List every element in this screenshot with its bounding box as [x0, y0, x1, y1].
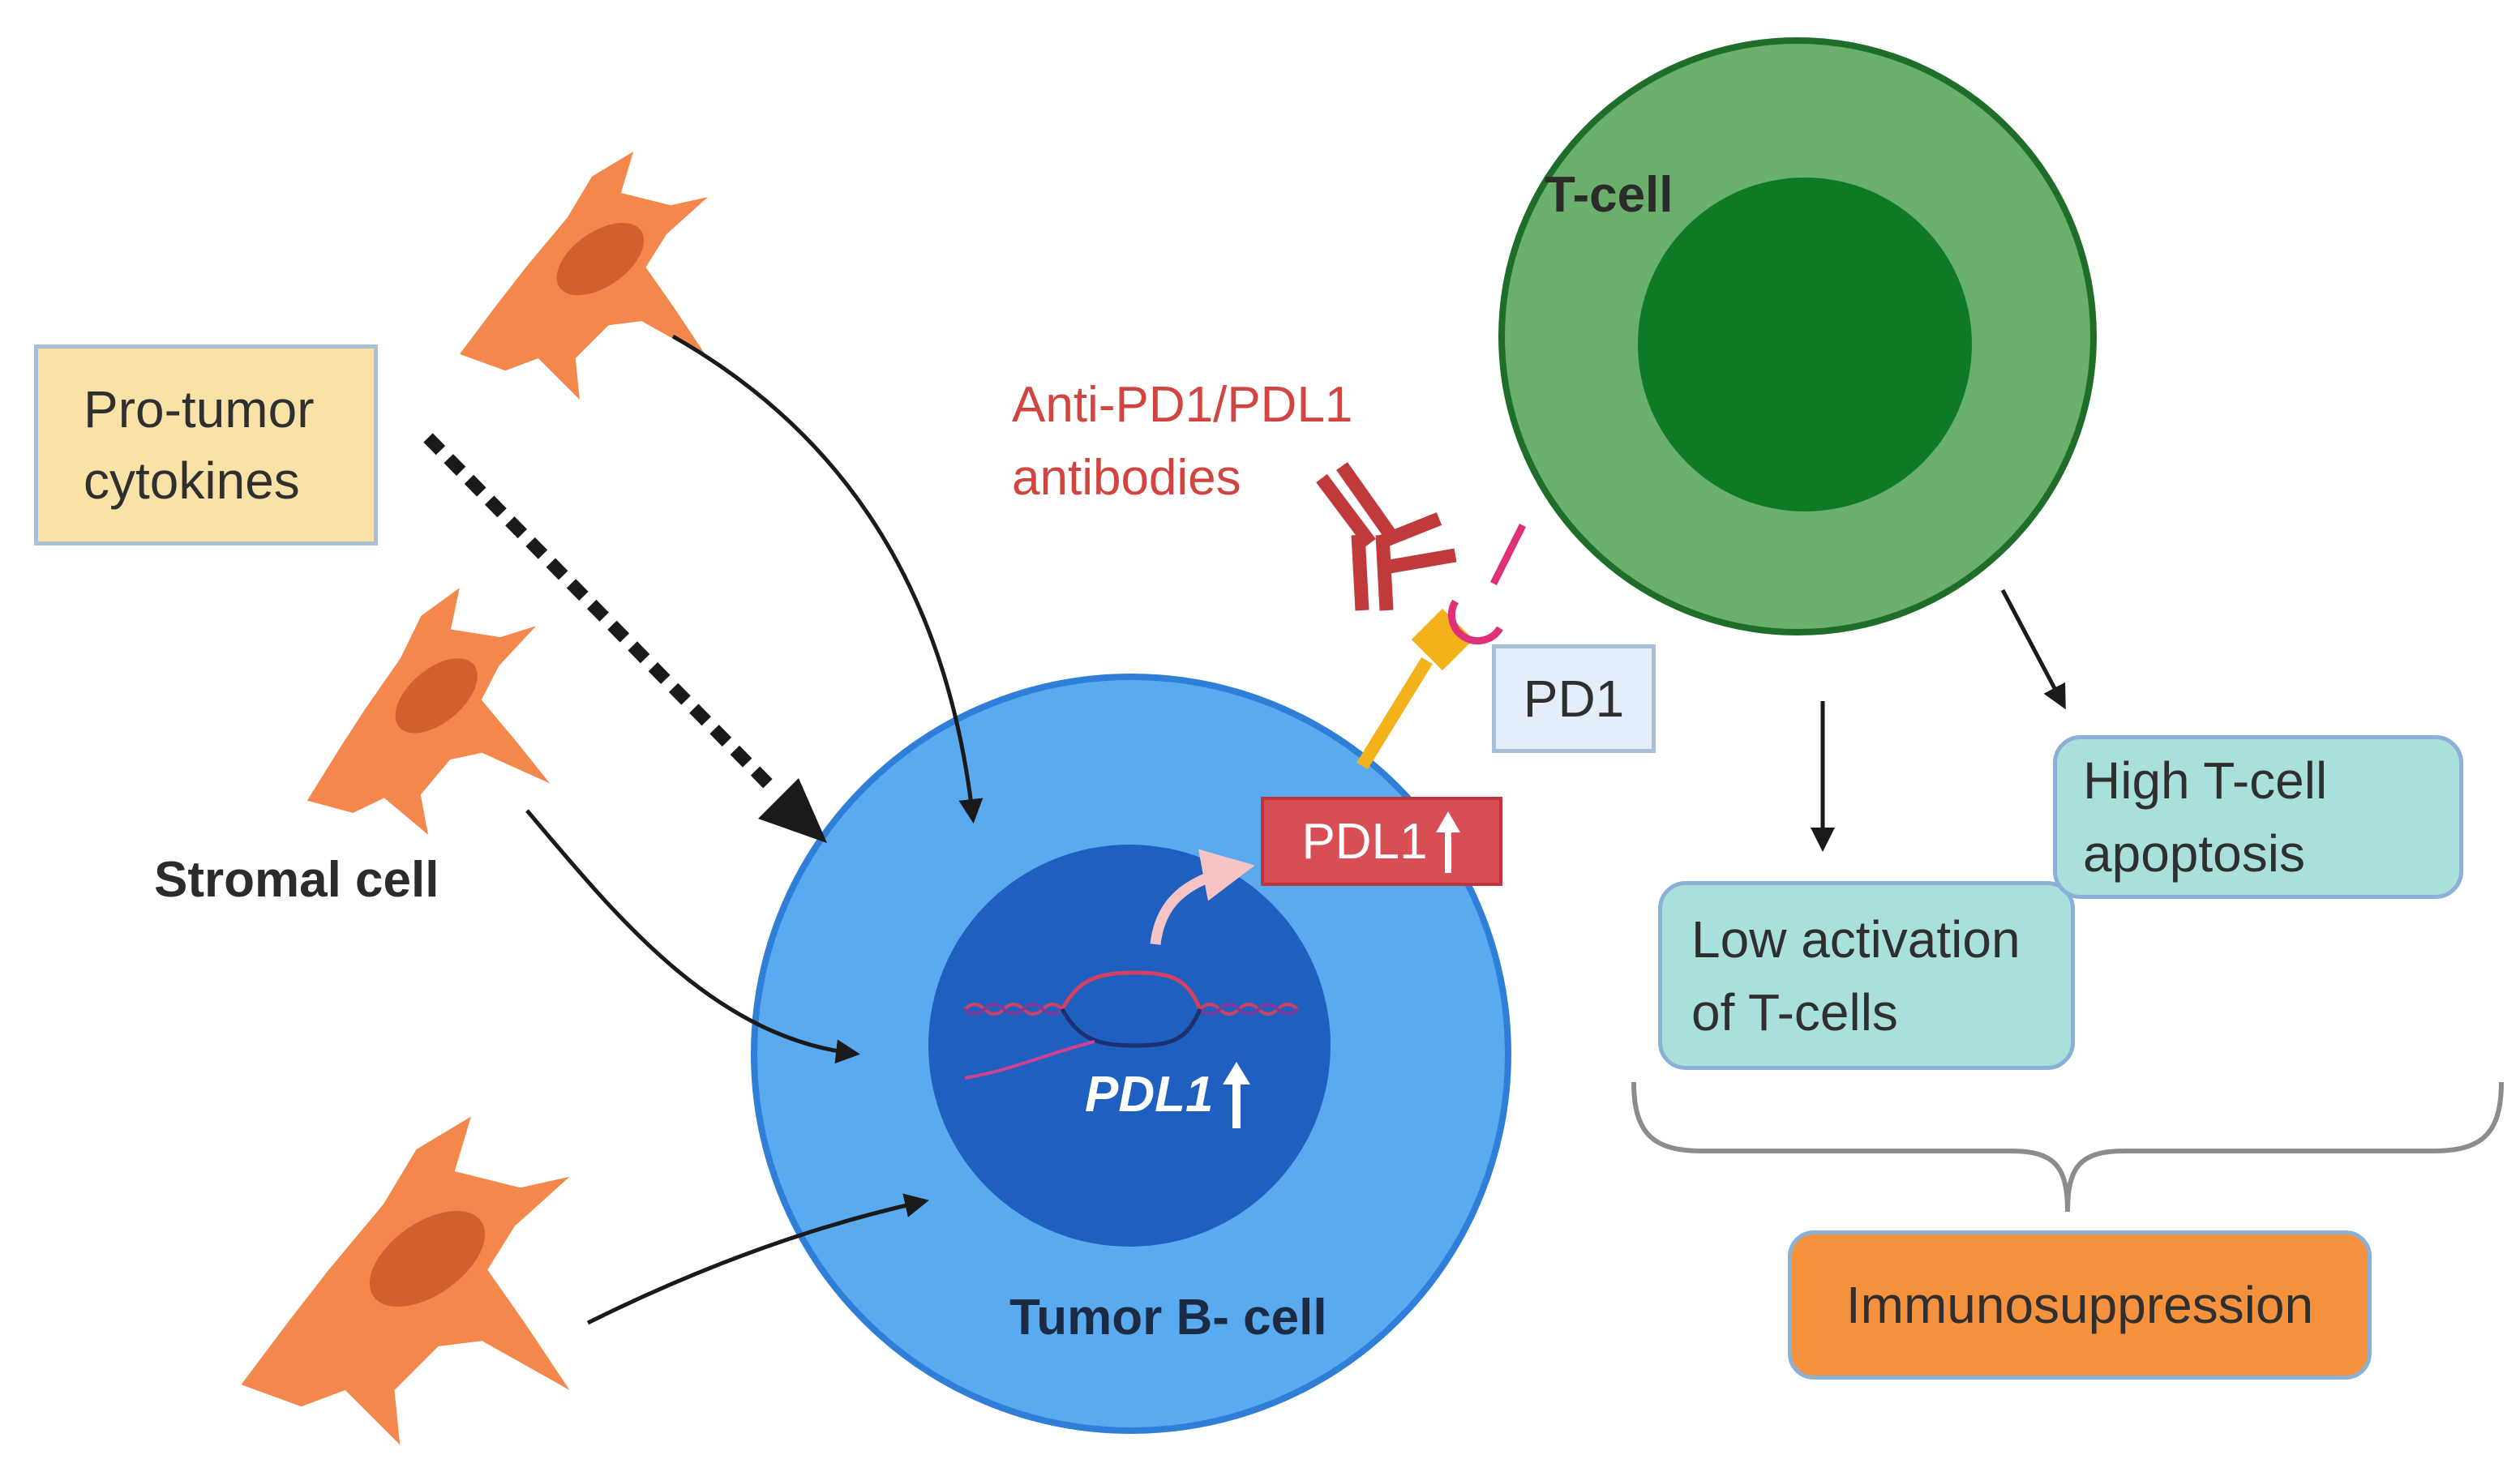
arrow-to-apoptosis — [2000, 588, 2066, 710]
cytokines-line2: cytokines — [84, 451, 300, 510]
stromal-cell-label: Stromal cell — [154, 852, 439, 908]
pdl1-gene-label: PDL1 — [1085, 1067, 1214, 1123]
pdl1-up-arrow-icon — [1435, 811, 1460, 873]
antibody-label: Anti-PD1/PDL1 antibodies — [1012, 369, 1352, 515]
stromal-arrow-bottom — [586, 1193, 929, 1325]
pd1-label-box: PD1 — [1492, 644, 1656, 753]
t-cell-label: T-cell — [1545, 167, 1674, 223]
cytokines-line1: Pro-tumor — [84, 380, 315, 439]
apoptosis-line1: High T-cell — [2083, 751, 2328, 810]
pro-tumor-cytokines-box: Pro-tumor cytokines — [34, 344, 378, 546]
pd1-receptor-icon — [1447, 523, 1527, 645]
pd1-label: PD1 — [1523, 670, 1625, 728]
stromal-arrow-middle — [525, 809, 860, 1064]
low-activation-box: Low activation of T-cells — [1658, 881, 2075, 1070]
pdl1-protein-box: PDL1 — [1261, 797, 1502, 886]
stromal-arrow-top — [671, 334, 984, 824]
dna-strand-icon — [963, 970, 1299, 1080]
antibody-label-line1: Anti-PD1/PDL1 — [1012, 377, 1353, 433]
low-activation-line1: Low activation — [1691, 909, 2021, 969]
immunosuppression-label: Immunosuppression — [1845, 1276, 2314, 1334]
stromal-cell-middle — [289, 581, 554, 845]
t-cell — [1498, 37, 2097, 635]
pdl1-ligand-icon — [1356, 608, 1474, 770]
low-activation-line2: of T-cells — [1691, 982, 1898, 1042]
antibody-icon — [1316, 462, 1457, 611]
t-cell-nucleus — [1638, 178, 1972, 511]
immunosuppression-box: Immunosuppression — [1788, 1230, 2372, 1380]
expression-arrow — [1150, 849, 1255, 945]
stromal-cell-top — [460, 152, 708, 400]
apoptosis-line2: apoptosis — [2083, 824, 2305, 883]
grouping-brace — [1631, 1081, 2504, 1213]
pdl1-protein-label: PDL1 — [1301, 813, 1428, 870]
cytokine-arrow — [423, 433, 827, 843]
apoptosis-box: High T-cell apoptosis — [2053, 735, 2463, 899]
gene-up-arrow-icon — [1223, 1062, 1250, 1128]
antibody-label-line2: antibodies — [1012, 450, 1241, 506]
tumor-cell-label: Tumor B- cell — [1009, 1290, 1327, 1346]
stromal-cell-bottom — [241, 1116, 570, 1445]
